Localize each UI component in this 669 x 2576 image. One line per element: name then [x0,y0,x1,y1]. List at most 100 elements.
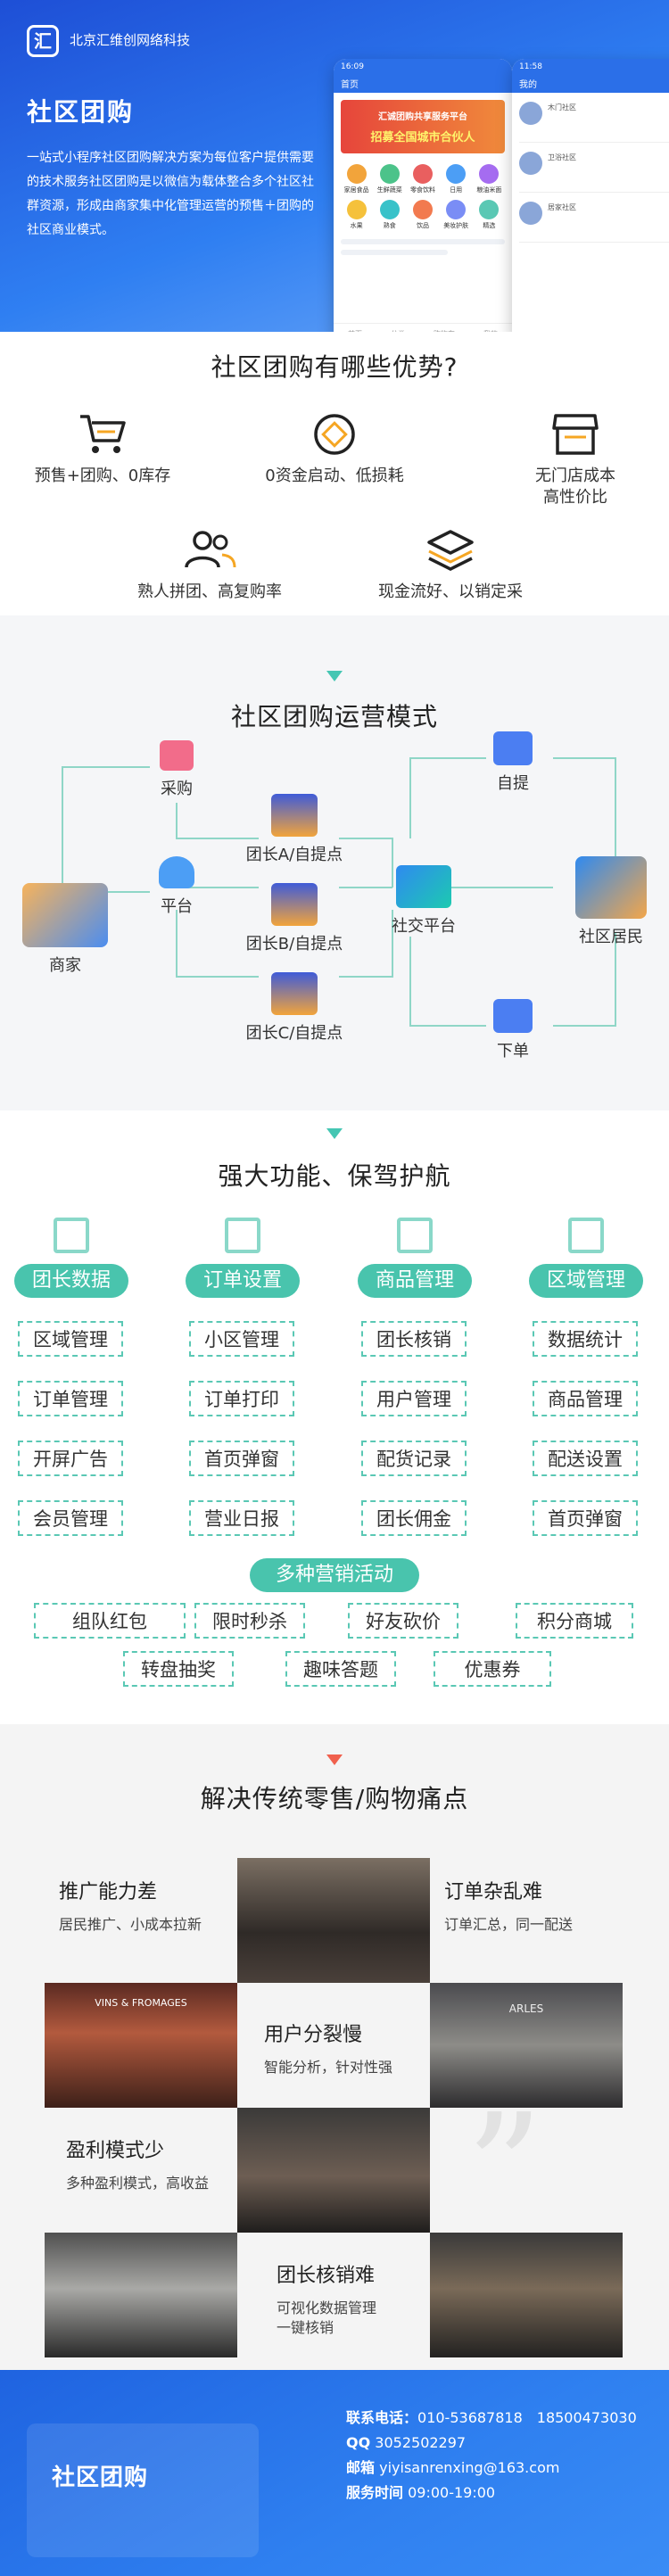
operations-section: 社区团购运营模式 商家 采购 平台 团长A/自提点 [0,615,669,1110]
category-label: 零食饮料 [409,186,435,194]
node-social-platform: 社交平台 [379,865,468,937]
node-label: 社区居民 [579,928,643,946]
marketing-category: 多种营销活动 [245,1548,424,1592]
phone-status-bar: 11:58 我的 [512,59,669,93]
category-shortcut: 精选 [474,200,505,230]
store-icon [22,883,108,947]
section-marker-icon [326,671,343,681]
category-label: 日用 [450,186,463,194]
pain-point-card: 盈利模式少 多种盈利模式，高收益 [45,2108,237,2233]
pain-point-title: 推广能力差 [59,1881,158,1903]
node-label: 团长C/自提点 [245,1024,343,1043]
node-label: 下单 [497,1042,529,1061]
category-icon [412,164,433,184]
advantage-item: 0资金启动、低损耗 [232,412,437,487]
pain-point-title: 盈利模式少 [66,2140,165,2162]
phone-mockup-profile: 11:58 我的 木门社区 卫浴社区 居家社区 [512,59,669,332]
feature-item: 用户管理 [361,1381,467,1416]
category-icon [479,164,500,184]
mall-sign: ARLES [508,2002,544,2015]
feature-category: 订单设置 [171,1218,314,1298]
node-label: 团长B/自提点 [245,935,343,954]
pain-point-sub: 可视化数据管理 一键核销 [277,2299,377,2336]
pain-point-card: 团长核销难 可视化数据管理 一键核销 [237,2233,430,2357]
marketing-item: 趣味答题 [285,1651,396,1687]
category-shortcut: 饮品 [407,200,438,230]
phone-nav-title: 首页 [341,80,359,90]
node-label: 商家 [49,956,81,975]
pain-point-card: 订单杂乱难 订单汇总，同一配送 [430,1858,623,1983]
feature-category: 团长数据 [0,1218,143,1298]
building-icon [271,883,318,926]
category-label: 熟食 [383,222,396,229]
category-icon [446,164,467,184]
node-leader-b: 团长B/自提点 [236,883,352,954]
category-icon [346,164,367,184]
contact-phone[interactable]: 联系电话：010-53687818 18500473030 [346,2409,637,2427]
contact-phone-value: 010-53687818 18500473030 [417,2409,637,2426]
feature-item: 订单管理 [18,1381,123,1416]
operations-title: 社区团购运营模式 [230,702,438,731]
contact-hours-label: 服务时间 [346,2484,404,2501]
contact-qq-value: 3052502297 [375,2434,467,2451]
phone-time: 11:58 [519,62,542,71]
feature-item: 首页弹窗 [533,1500,638,1536]
category-shortcut: 水果 [341,200,372,230]
marketing-item: 限时秒杀 [194,1603,305,1639]
feature-item: 小区管理 [189,1321,294,1357]
node-order: 下单 [482,999,544,1061]
features-title: 强大功能、保驾护航 [218,1161,451,1191]
category-icon [479,200,500,219]
feature-item: 会员管理 [18,1500,123,1536]
phone-card: 居家社区 [519,198,669,243]
advantage-item: 现金流好、以销定采 [348,528,553,603]
phone-category-grid: 家居食品生鲜蔬菜零食饮料日用粮油米面水果熟食饮品美妆护肤精选 [334,161,512,234]
category-label: 美妆护肤 [443,222,469,229]
feature-category: 商品管理 [343,1218,486,1298]
feature-category-label: 团长数据 [14,1264,128,1298]
features-section: 强大功能、保驾护航 团长数据区域管理订单管理开屏广告会员管理订单设置小区管理订单… [0,1110,669,1724]
shop-photo: VINS & FROMAGES [45,1983,237,2108]
contact-email[interactable]: 邮箱 yiyisanrenxing@163.com [346,2459,559,2477]
advantage-item: 熟人拼团、高复购率 [107,528,312,603]
node-resident: 社区居民 [553,856,669,947]
feature-item: 数据统计 [533,1321,638,1357]
pain-points-title: 解决传统零售/购物痛点 [200,1784,469,1813]
phone-tab-bar: 首页分类购物车我的 [334,323,512,332]
phone-tab: 分类 [391,329,405,332]
node-platform: 平台 [150,856,203,917]
node-purchase: 采购 [150,740,203,799]
phone-mockup-home: 16:09 首页 汇诚团购共享服务平台 招募全国城市合伙人 家居食品生鲜蔬菜零食… [334,59,512,332]
cart-icon [160,740,194,771]
phone-placeholder-line [341,250,448,255]
pain-point-card: 用户分裂慢 智能分析，针对性强 [237,1983,430,2108]
category-shortcut: 粮油米面 [474,164,505,194]
flow-connectors [62,757,616,1027]
contact-qq[interactable]: QQ 3052502297 [346,2434,466,2452]
phone-tab: 我的 [483,329,498,332]
platform-icon [159,856,194,888]
category-label: 饮品 [416,222,429,229]
feature-item: 配送设置 [533,1441,638,1476]
node-label: 社交平台 [392,917,456,936]
contact-phone-label: 联系电话： [346,2409,418,2426]
feature-item: 营业日报 [189,1500,294,1536]
phone-tab: 首页 [348,329,362,332]
phone-card: 卫浴社区 [519,148,669,193]
banner-line-2: 招募全国城市合伙人 [370,131,475,144]
contact-footer: 社区团购 联系电话：010-53687818 18500473030 QQ 30… [0,2370,669,2576]
node-label: 采购 [161,780,193,798]
node-label: 自提 [497,774,529,793]
phone-status-bar: 16:09 首页 [334,59,512,93]
shop-icon [552,414,599,455]
pain-point-sub: 智能分析，针对性强 [264,2059,393,2076]
feature-item: 区域管理 [18,1321,123,1357]
marketing-item: 转盘抽奖 [123,1651,234,1687]
advantage-label: 0资金启动、低损耗 [265,466,404,485]
footer-decoration [27,2423,259,2557]
storefront-photo [45,2233,237,2357]
pain-point-card: 推广能力差 居民推广、小成本拉新 [45,1858,237,1983]
category-label: 生鲜蔬菜 [376,186,402,194]
order-icon [493,999,533,1033]
feature-category-label: 订单设置 [186,1264,300,1298]
